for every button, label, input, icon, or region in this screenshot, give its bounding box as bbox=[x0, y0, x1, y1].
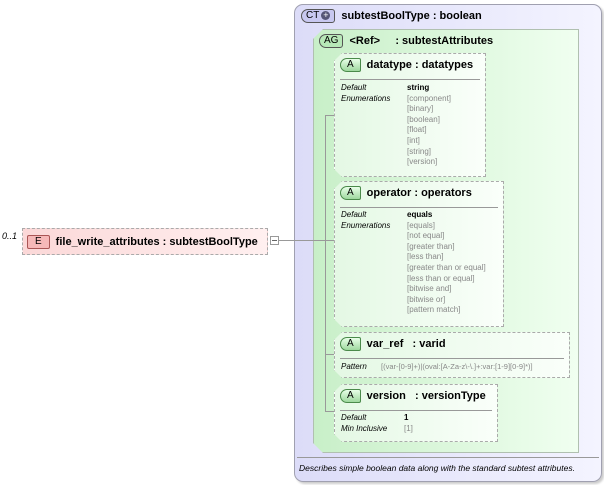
attribute-name: var_ref bbox=[366, 337, 404, 350]
complex-type-type: : boolean bbox=[432, 9, 482, 22]
attribute-type: : varid bbox=[412, 337, 446, 350]
prop-key: Pattern bbox=[341, 362, 367, 371]
enum-value: [less than] bbox=[407, 252, 444, 262]
attribute-badge: A bbox=[340, 337, 361, 351]
enum-value: [bitwise and] bbox=[407, 284, 452, 294]
attribute-group-type: : subtestAttributes bbox=[395, 34, 494, 47]
enum-value: [boolean] bbox=[407, 114, 440, 124]
attribute-type: : datatypes bbox=[414, 58, 474, 71]
element-type: : subtestBoolType bbox=[162, 235, 258, 248]
enum-value: [less than or equal] bbox=[407, 273, 475, 283]
prop-value: 1 bbox=[404, 413, 409, 422]
attribute-badge: A bbox=[340, 389, 361, 403]
enum-value: [greater than or equal] bbox=[407, 263, 486, 272]
prop-key: Min Inclusive bbox=[341, 423, 388, 433]
enum-value: [version] bbox=[407, 157, 438, 167]
enum-value: [binary] bbox=[407, 104, 434, 114]
attribute-group-badge: AG bbox=[319, 34, 343, 48]
plus-icon: + bbox=[321, 10, 331, 20]
prop-key: Default bbox=[341, 83, 367, 92]
collapse-toggle[interactable] bbox=[270, 236, 279, 245]
prop-key: Enumerations bbox=[341, 93, 391, 103]
prop-key: Default bbox=[341, 413, 367, 422]
prop-value: string bbox=[407, 83, 430, 92]
attribute-group-name: <Ref> bbox=[349, 34, 381, 47]
enum-value: [equals] bbox=[407, 220, 436, 230]
element-badge: E bbox=[27, 235, 50, 249]
prop-value: [(var-[0-9]+)|(oval:[A-Za-z\-\.]+:var:[1… bbox=[381, 362, 533, 371]
prop-key: Enumerations bbox=[341, 220, 391, 230]
enum-value: [not equal] bbox=[407, 231, 445, 241]
element-name: file_write_attributes bbox=[55, 235, 160, 248]
occurrence-label: 0..1 bbox=[2, 231, 18, 241]
enum-value: [string] bbox=[407, 146, 432, 156]
attribute-name: datatype bbox=[366, 58, 412, 71]
prop-key: Default bbox=[341, 210, 367, 219]
complex-type-badge: CT+ bbox=[301, 9, 336, 23]
attribute-name: version bbox=[366, 389, 406, 402]
attribute-name: operator bbox=[366, 186, 412, 199]
enum-value: [bitwise or] bbox=[407, 294, 446, 304]
attribute-type: : versionType bbox=[414, 389, 486, 402]
prop-value: equals bbox=[407, 210, 433, 219]
complex-type-name: subtestBoolType bbox=[341, 9, 430, 22]
prop-value: [1] bbox=[404, 423, 413, 433]
enum-value: [float] bbox=[407, 125, 427, 135]
enum-value: [component] bbox=[407, 93, 452, 103]
attribute-badge: A bbox=[340, 186, 361, 200]
attribute-type: : operators bbox=[414, 186, 472, 199]
description: Describes simple boolean data along with… bbox=[299, 463, 575, 473]
enum-value: [greater than] bbox=[407, 241, 455, 251]
attribute-badge: A bbox=[340, 58, 361, 72]
enum-value: [int] bbox=[407, 136, 420, 145]
enum-value: [pattern match] bbox=[407, 305, 461, 315]
